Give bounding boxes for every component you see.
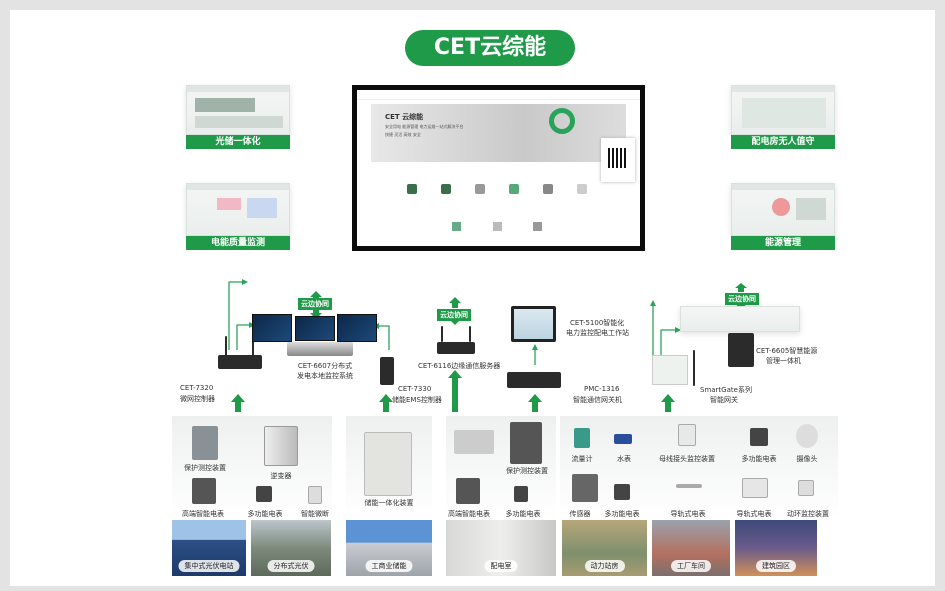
scada-screen-center xyxy=(295,316,335,341)
link-line-smartgate-server xyxy=(660,329,675,355)
device-name-smartgate: 智能网关 xyxy=(710,396,738,404)
solution-icons xyxy=(452,222,542,232)
field-device-label: 智能微断 xyxy=(301,510,329,518)
microgrid-controller-device xyxy=(218,355,262,369)
device-name-6607: 发电本地监控系统 xyxy=(297,372,353,380)
hero-banner: CET 云综能 安全用电 能源管理 电力运维一站式解决平台 快捷 灵活 高效 安… xyxy=(371,104,626,162)
scene-label: 配电室 xyxy=(484,560,518,572)
link-line-ems-scada xyxy=(379,325,390,350)
scene-label: 集中式光伏电站 xyxy=(178,560,240,572)
device-name-5100: 电力监控配电工作站 xyxy=(566,329,629,337)
side-label-pv-storage: 光储一体化 xyxy=(186,135,290,149)
scene-photo: 工厂车间 xyxy=(652,520,730,576)
device-model-7320: CET-7320 xyxy=(180,384,214,392)
scene-label: 分布式光伏 xyxy=(267,560,315,572)
device-model-smartgate: SmartGate系列 xyxy=(700,386,752,394)
scene-photo: 集中式光伏电站 xyxy=(172,520,246,576)
hero-tagline: 安全用电 能源管理 电力运维一站式解决平台 xyxy=(385,124,464,129)
link-line-microgrid-cloud xyxy=(228,281,242,350)
comm-gateway-device xyxy=(507,372,561,388)
scene-photo: 建筑园区 xyxy=(735,520,817,576)
scene-photo: 分布式光伏 xyxy=(251,520,331,576)
scene-label: 工商业储能 xyxy=(365,560,413,572)
field-device-label: 导轨式电表 xyxy=(736,510,772,518)
field-device-label: 摄像头 xyxy=(796,455,818,463)
edge-tag-6116: 云边协同 xyxy=(437,309,471,321)
scene-photo: 工商业储能 xyxy=(346,520,432,576)
cloud-platform-monitor: CET 云综能 安全用电 能源管理 电力运维一站式解决平台 快捷 灵活 高效 安… xyxy=(352,85,645,251)
diagram-title: CET云综能 xyxy=(405,30,575,66)
field-device-label: 流量计 xyxy=(571,455,593,463)
device-name-7320: 微网控制器 xyxy=(180,395,215,403)
workstation-touchscreen xyxy=(511,306,556,342)
side-label-unmanned-room: 配电房无人值守 xyxy=(731,135,835,149)
device-model-1316: PMC-1316 xyxy=(584,385,620,393)
scene-label: 动力站房 xyxy=(584,560,625,572)
pv-field-panel: 保护测控装置 逆变器 高端智能电表 多功能电表 智能微断 xyxy=(172,416,332,520)
field-device-label: 动环监控装置 xyxy=(787,510,829,518)
smartgate-device xyxy=(652,355,688,385)
edge-tag-6605: 云边协同 xyxy=(725,293,759,305)
product-icons xyxy=(407,184,587,198)
scene-photo: 配电室 xyxy=(446,520,556,576)
field-device-label: 多功能电表 xyxy=(505,510,541,518)
field-device-label: 母线接头监控装置 xyxy=(659,455,715,463)
scada-screen-left xyxy=(252,314,292,342)
field-device-label: 水表 xyxy=(617,455,631,463)
field-device-label: 多功能电表 xyxy=(741,455,777,463)
device-model-6607: CET-6607分布式 xyxy=(297,362,353,370)
field-device-label: 导轨式电表 xyxy=(670,510,706,518)
energy-mgmt-screenshot xyxy=(731,183,835,236)
device-name-6605: 管理一体机 xyxy=(766,357,801,365)
storage-field-panel: 储能一体化装置 xyxy=(346,416,432,520)
field-device-label: 储能一体化装置 xyxy=(364,499,414,507)
scene-label: 工厂车间 xyxy=(671,560,711,572)
scene-photo: 动力站房 xyxy=(562,520,647,576)
logo-ring-icon xyxy=(549,108,575,134)
energy-platform-screens xyxy=(680,306,800,332)
field-device-label: 传感器 xyxy=(569,510,591,518)
field-device-label: 高端智能电表 xyxy=(448,510,490,518)
device-model-5100: CET-5100智能化 xyxy=(570,319,625,327)
energy-field-panel: 流量计 水表 母线接头监控装置 多功能电表 摄像头 传感器 多功能电表 导轨式电… xyxy=(560,416,838,520)
power-quality-screenshot xyxy=(186,183,290,236)
side-label-energy-mgmt: 能源管理 xyxy=(731,236,835,250)
scene-label: 建筑园区 xyxy=(756,560,796,572)
scada-server-device xyxy=(287,342,353,356)
ems-controller-device xyxy=(380,357,394,385)
hero-brand: CET 云综能 xyxy=(385,113,424,121)
device-name-6116: CET-6116边缘通信服务器 xyxy=(418,362,501,370)
pv-storage-screenshot xyxy=(186,85,290,135)
edge-server-device xyxy=(437,342,475,354)
field-device-label: 多功能电表 xyxy=(247,510,283,518)
hero-subline: 快捷 灵活 高效 安全 xyxy=(385,132,421,137)
field-device-label: 逆变器 xyxy=(270,472,292,480)
edge-tag-6607: 云边协同 xyxy=(298,298,332,310)
field-device-label: 保护测控装置 xyxy=(184,464,226,472)
field-device-label: 多功能电表 xyxy=(604,510,640,518)
device-model-7330: CET-7330 xyxy=(398,385,432,393)
field-device-label: 保护测控装置 xyxy=(506,467,548,475)
link-line-microgrid-scada xyxy=(236,324,249,350)
qr-code-popup[interactable] xyxy=(601,138,635,182)
device-name-1316: 智能通信网关机 xyxy=(573,396,622,404)
device-model-6605: CET-6605智慧能源 xyxy=(756,347,818,355)
side-label-power-quality: 电能质量监测 xyxy=(186,236,290,250)
distribution-field-panel: 保护测控装置 高端智能电表 多功能电表 xyxy=(446,416,556,520)
device-name-7330: 储能EMS控制器 xyxy=(392,396,442,404)
scada-screen-right xyxy=(337,314,377,342)
field-device-label: 高端智能电表 xyxy=(182,510,224,518)
unmanned-room-screenshot xyxy=(731,85,835,135)
energy-server-device xyxy=(728,333,754,367)
